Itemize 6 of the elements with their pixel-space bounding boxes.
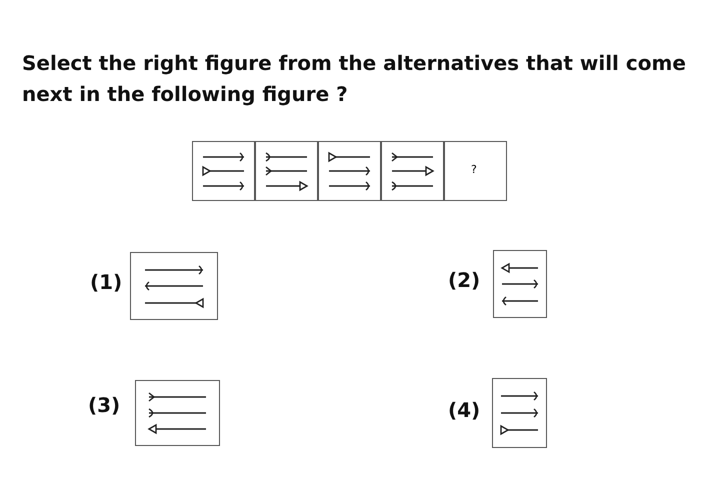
question-mark: ? (471, 163, 477, 176)
option-number: (2) (448, 268, 480, 292)
option-number: (1) (90, 270, 122, 294)
option-number: (3) (88, 393, 120, 417)
question-text: Select the right figure from the alternatives that will come next in the following figure ? (22, 50, 687, 108)
option-number: (4) (448, 398, 480, 422)
